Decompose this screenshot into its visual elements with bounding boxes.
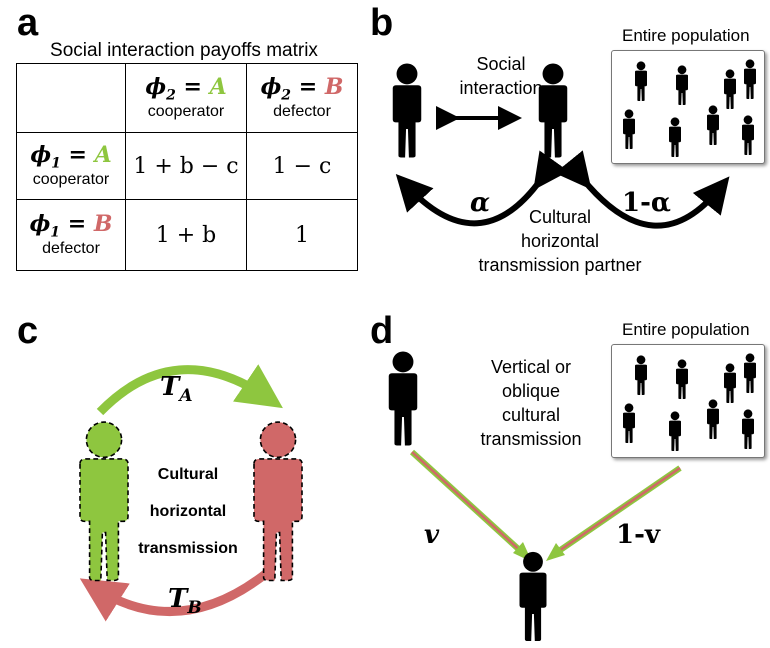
panel-c-graphics — [79, 364, 303, 622]
one-minus-alpha-label: 1-α — [622, 188, 671, 218]
payoff-corner-cell — [16, 63, 126, 133]
population-people-d — [623, 353, 756, 451]
person-focal-b — [392, 63, 422, 158]
one-minus-v-label: 1-v — [616, 520, 660, 550]
tb-label: TB — [168, 584, 202, 619]
payoff-matrix-title: Social interaction payoffs matrix — [50, 40, 318, 61]
one-minus-v-arrowhead — [546, 543, 565, 561]
ta-arrow — [96, 364, 283, 416]
payoff-header-row: ϕ2 = A cooperator ϕ2 = B defector — [16, 63, 358, 133]
person-offspring-d — [519, 551, 547, 641]
population-people-b — [623, 59, 756, 157]
payoff-cell-AB: 1 − c — [246, 132, 358, 200]
panel-a-letter: a — [17, 2, 39, 44]
one-minus-v-arrow-red — [552, 466, 681, 557]
payoff-cell-AA: 1 + b − c — [125, 132, 247, 200]
v-label: v — [424, 520, 440, 550]
person-parent-d — [388, 351, 418, 446]
population-box-d — [611, 344, 765, 458]
ta-label: TA — [160, 372, 193, 407]
person-green-cooperator — [79, 421, 129, 582]
panel-d-graphics — [388, 351, 682, 641]
col-header-defector: ϕ2 = B defector — [246, 63, 358, 133]
cultural-transmission-label: Cultural horizontal transmission — [138, 466, 238, 557]
one-minus-alpha-arrow — [554, 150, 730, 229]
panel-c-letter: c — [17, 310, 39, 352]
tb-arrow — [79, 568, 271, 622]
population-label-b: Entire population — [622, 26, 750, 45]
row-header-cooperator: ϕ1 = A cooperator — [16, 132, 126, 200]
social-interaction-label: Social interaction — [459, 54, 543, 98]
payoff-row-cooperator: ϕ1 = A cooperator 1 + b − c 1 − c — [16, 132, 358, 200]
vertical-transmission-label: Vertical or oblique cultural transmissio… — [480, 357, 582, 449]
payoff-row-defector: ϕ1 = B defector 1 + b 1 — [16, 199, 358, 271]
panel-b-letter: b — [370, 2, 394, 44]
population-box-b — [611, 50, 765, 164]
alpha-label: α — [470, 188, 491, 218]
partner-label: Cultural horizontal transmission partner — [478, 207, 642, 275]
payoff-matrix: ϕ2 = A cooperator ϕ2 = B defector ϕ1 = A… — [16, 63, 358, 271]
panel-d-letter: d — [370, 310, 394, 352]
population-label-d: Entire population — [622, 320, 750, 339]
payoff-cell-BA: 1 + b — [125, 199, 247, 271]
col-header-cooperator: ϕ2 = A cooperator — [125, 63, 247, 133]
v-arrow-red — [411, 451, 526, 556]
panel-b-graphics — [392, 63, 730, 229]
person-red-defector — [253, 421, 303, 582]
alpha-arrow — [395, 150, 569, 227]
row-header-defector: ϕ1 = B defector — [16, 199, 126, 271]
payoff-cell-BB: 1 — [246, 199, 358, 271]
